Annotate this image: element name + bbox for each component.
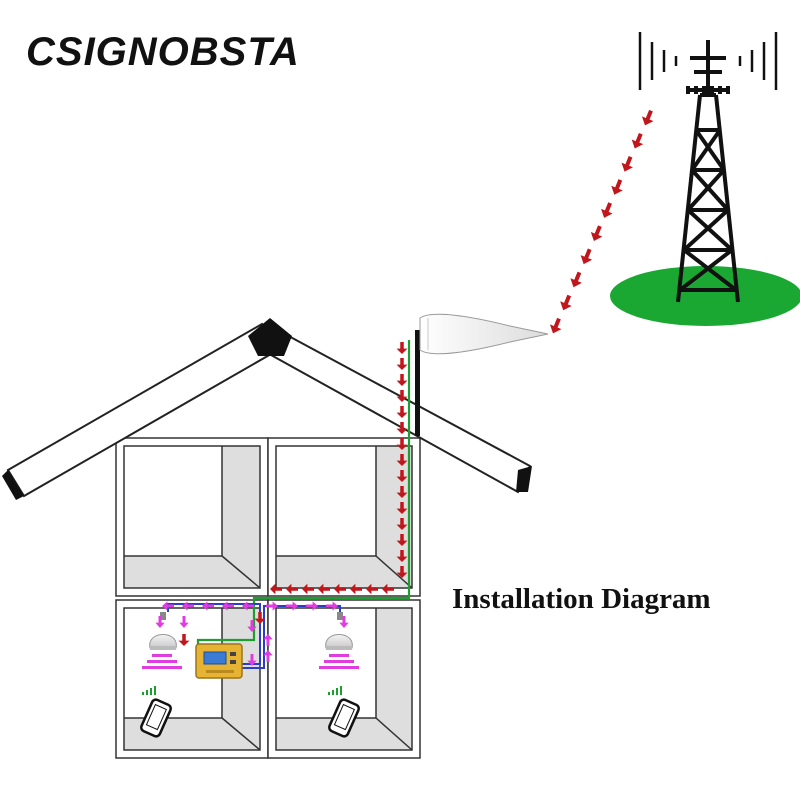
flow-arrow — [601, 202, 613, 218]
flow-arrow — [162, 601, 174, 611]
smartphone-icon — [139, 698, 173, 738]
flow-arrow — [334, 583, 346, 595]
flow-arrow — [396, 518, 408, 530]
flow-arrow — [621, 156, 634, 172]
flow-arrow — [155, 616, 165, 628]
flow-arrow — [350, 583, 362, 595]
flow-arrow — [178, 634, 190, 646]
flow-arrow — [570, 271, 582, 288]
flow-arrow — [263, 634, 273, 646]
outdoor-antenna-icon — [415, 313, 549, 436]
ceiling-antenna-icon — [325, 612, 353, 650]
flow-arrow — [366, 583, 378, 595]
smartphone-icon — [327, 698, 361, 738]
flow-arrow — [396, 358, 408, 370]
flow-arrow — [242, 601, 254, 611]
flow-arrow — [396, 550, 408, 562]
flow-arrow — [247, 654, 257, 666]
flow-arrow — [560, 294, 572, 311]
signal-bars-icon — [142, 686, 156, 695]
flow-arrow — [396, 470, 408, 482]
flow-arrow — [396, 374, 408, 386]
cell-tower-icon — [610, 32, 800, 326]
flow-arrow — [286, 583, 298, 595]
flow-arrow — [318, 583, 330, 595]
flow-arrow — [179, 616, 189, 628]
flow-arrow — [382, 583, 394, 595]
flow-arrow — [396, 390, 408, 402]
flow-arrow — [611, 179, 623, 195]
flow-arrow — [396, 438, 408, 450]
signal-bars-icon — [328, 686, 342, 695]
flow-arrow — [396, 502, 408, 514]
flow-arrow — [286, 601, 298, 611]
flow-arrow — [590, 225, 603, 241]
signal-flow-arrows — [155, 109, 654, 666]
brand-title: CSIGNOBSTA — [26, 30, 300, 74]
flow-arrow — [222, 601, 234, 611]
flow-arrow — [254, 612, 266, 624]
flow-arrow — [641, 109, 654, 126]
flow-arrow — [302, 583, 314, 595]
flow-arrow — [182, 601, 194, 611]
flow-arrow — [580, 248, 593, 265]
flow-arrow — [396, 486, 408, 498]
flow-arrow — [202, 601, 214, 611]
flow-arrow — [339, 616, 349, 628]
flow-arrow — [396, 406, 408, 418]
indoor-broadcast-bars — [142, 654, 359, 669]
flow-arrow — [266, 601, 278, 611]
flow-arrow — [396, 342, 408, 354]
flow-arrow — [263, 650, 273, 662]
signal-booster-icon — [195, 643, 243, 679]
flow-arrow — [396, 454, 408, 466]
flow-arrow — [396, 566, 408, 578]
flow-arrow — [306, 601, 318, 611]
flow-arrow — [270, 583, 282, 595]
tower-ground — [610, 266, 800, 326]
flow-arrow — [396, 422, 408, 434]
flow-arrow — [247, 620, 257, 632]
ceiling-antenna-icon — [149, 612, 177, 650]
flow-arrow — [549, 317, 562, 334]
flow-arrow — [631, 132, 644, 149]
flow-arrow — [396, 534, 408, 546]
house-structure — [2, 318, 532, 759]
diagram-caption: Installation Diagram — [452, 583, 711, 615]
flow-arrow — [326, 601, 338, 611]
